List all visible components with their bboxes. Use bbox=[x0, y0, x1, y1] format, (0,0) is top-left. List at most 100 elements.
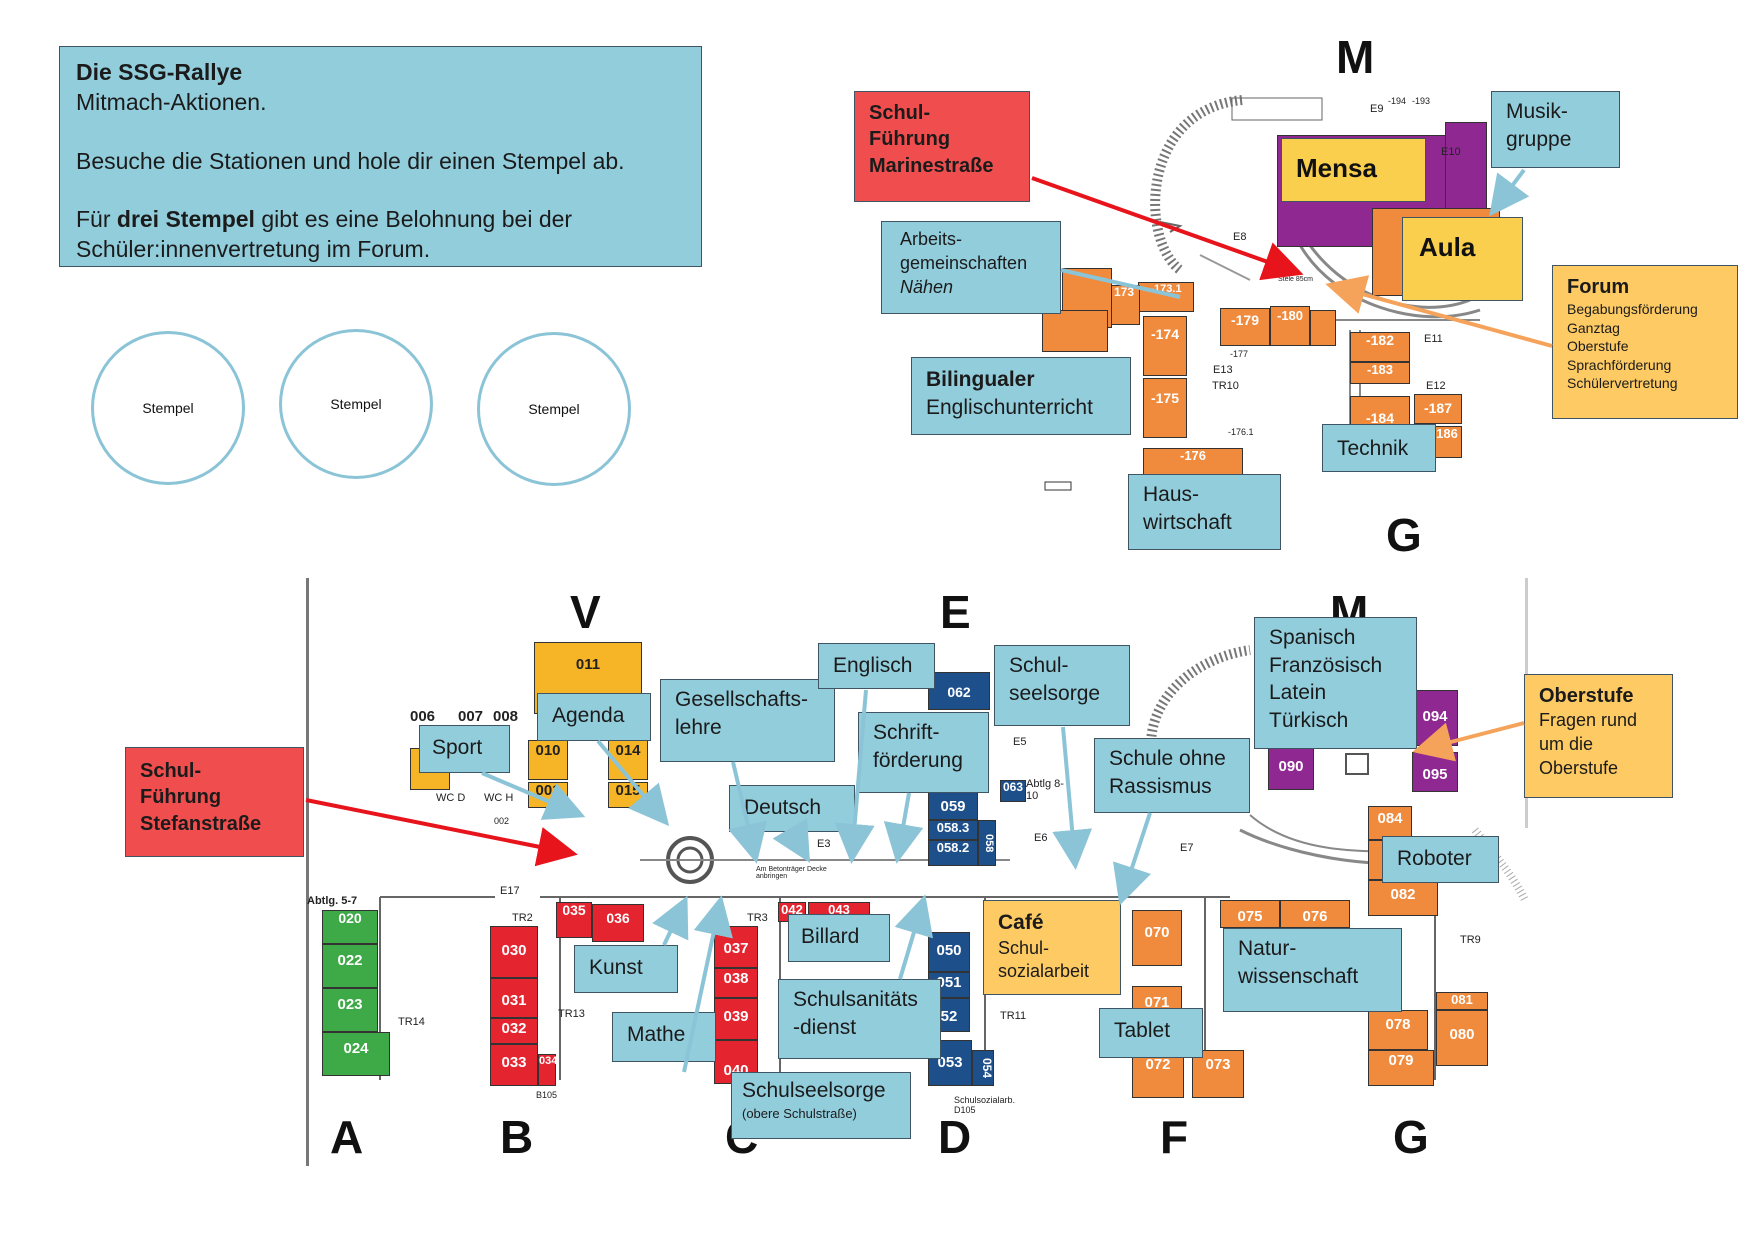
arrow-stefan bbox=[305, 798, 578, 867]
label-schulsanitaetsdienst[interactable]: Schulsanitäts -dienst bbox=[778, 979, 941, 1059]
room-073: 073 bbox=[1192, 1050, 1244, 1098]
label-forum[interactable]: Forum Begabungsförderung Ganztag Oberstu… bbox=[1552, 265, 1738, 419]
room-090: 090 bbox=[1268, 748, 1314, 790]
room-036: 036 bbox=[592, 904, 644, 942]
room-072: 072 bbox=[1132, 1050, 1184, 1098]
code-e9: E9 bbox=[1370, 103, 1384, 115]
room-070: 070 bbox=[1132, 910, 1182, 966]
room-006: 006 bbox=[410, 708, 436, 725]
label-musikgruppe[interactable]: Musik- gruppe bbox=[1491, 91, 1620, 168]
code-tr13: TR13 bbox=[558, 1008, 585, 1020]
stamp-circle-1[interactable]: Stempel bbox=[91, 331, 245, 485]
label-sport[interactable]: Sport bbox=[419, 725, 510, 773]
code-e8: E8 bbox=[1233, 231, 1247, 243]
code-tr11: TR11 bbox=[1000, 1010, 1027, 1022]
room-179: -179 bbox=[1220, 308, 1270, 346]
wing-label-e: E bbox=[940, 586, 971, 638]
label-schulfuehrung-stefan[interactable]: Schul- Führung Stefanstraße bbox=[125, 747, 304, 857]
label-gesellschaftslehre[interactable]: Gesellschafts- lehre bbox=[660, 679, 835, 762]
room-075: 075 bbox=[1220, 900, 1280, 928]
room-020: 020 bbox=[322, 910, 378, 944]
room-175: -175 bbox=[1143, 378, 1187, 438]
label-tablet[interactable]: Tablet bbox=[1099, 1008, 1203, 1058]
code-002: 002 bbox=[494, 816, 510, 826]
arrow-englisch bbox=[834, 689, 875, 864]
room-035: 035 bbox=[556, 902, 592, 938]
room-076: 076 bbox=[1280, 900, 1350, 928]
code-e3: E3 bbox=[817, 838, 831, 850]
code-194: -194 bbox=[1388, 96, 1407, 106]
code-e7: E7 bbox=[1180, 842, 1194, 854]
code-d105: Schulsozialarb. D105 bbox=[954, 1095, 1016, 1115]
code-e12: E12 bbox=[1426, 380, 1446, 392]
arrow-oberstufe bbox=[1412, 721, 1525, 762]
label-agenda[interactable]: Agenda bbox=[537, 693, 651, 741]
room-062: 062 bbox=[928, 672, 990, 710]
wing-label-g: G bbox=[1393, 1111, 1429, 1163]
stamp-circle-2[interactable]: Stempel bbox=[279, 329, 433, 479]
room-039: 039 bbox=[714, 998, 758, 1040]
label-schulseelsorge-bottom[interactable]: Schulseelsorge (obere Schulstraße) bbox=[731, 1072, 911, 1139]
code-abtlg-8-10: Abtlg 8-10 bbox=[1026, 778, 1064, 802]
arrow-sani bbox=[894, 894, 934, 980]
label-schule-ohne-rassismus[interactable]: Schule ohne Rassismus bbox=[1094, 738, 1250, 813]
room-032: 032 bbox=[490, 1018, 538, 1044]
label-englisch[interactable]: Englisch bbox=[818, 643, 935, 689]
label-schriftfoerderung[interactable]: Schrift- förderung bbox=[858, 712, 989, 793]
label-cafe[interactable]: Café Schul- sozialarbeit bbox=[983, 900, 1121, 995]
label-schulfuehrung-marine[interactable]: Schul- Führung Marinestraße bbox=[854, 91, 1030, 202]
label-mathe[interactable]: Mathe bbox=[612, 1012, 716, 1062]
label-sprachen[interactable]: Spanisch Französisch Latein Türkisch bbox=[1254, 617, 1417, 749]
code-177: -177 bbox=[1230, 349, 1249, 359]
rallye-reward-location: Schüler:innenvertretung im Forum. bbox=[76, 236, 431, 263]
code-abtlg-5-7: Abtlg. 5-7 bbox=[307, 895, 358, 907]
arrow-gl bbox=[728, 761, 768, 864]
code-tr9: TR9 bbox=[1460, 934, 1481, 946]
room-184: -184 bbox=[1350, 396, 1410, 426]
label-hauswirtschaft[interactable]: Haus- wirtschaft bbox=[1128, 474, 1281, 550]
rallye-title: Die SSG-Rallye bbox=[76, 59, 243, 85]
label-billard[interactable]: Billard bbox=[788, 914, 890, 962]
wing-label-g-top: G bbox=[1386, 509, 1422, 561]
code-e17: E17 bbox=[500, 885, 520, 897]
label-naturwissenschaft[interactable]: Natur- wissenschaft bbox=[1223, 928, 1402, 1012]
code-tr10: TR10 bbox=[1212, 380, 1239, 392]
arrow-marine bbox=[1031, 176, 1304, 281]
rallye-intro-box: Die SSG-Rallye Mitmach-Aktionen. Besuche… bbox=[59, 46, 702, 267]
room-058: 058 bbox=[978, 820, 996, 866]
code-e6: E6 bbox=[1034, 832, 1048, 844]
room-008: 008 bbox=[493, 708, 519, 725]
room-037: 037 bbox=[714, 926, 758, 968]
label-oberstufe[interactable]: Oberstufe Fragen rund um die Oberstufe bbox=[1524, 674, 1673, 798]
label-bilingual[interactable]: Bilingualer Englischunterricht bbox=[911, 357, 1131, 435]
wing-label-a: A bbox=[330, 1111, 364, 1163]
label-mensa[interactable]: Mensa bbox=[1281, 138, 1426, 202]
room-023: 023 bbox=[322, 988, 378, 1032]
stamp-circle-3[interactable]: Stempel bbox=[477, 332, 631, 486]
room-080: 080 bbox=[1436, 1010, 1488, 1066]
wing-label-b: B bbox=[500, 1111, 534, 1163]
room-050: 050 bbox=[928, 932, 970, 972]
label-aula[interactable]: Aula bbox=[1402, 217, 1523, 301]
code-wc-d: WC D bbox=[436, 792, 466, 804]
label-roboter[interactable]: Roboter bbox=[1382, 836, 1499, 883]
room-031: 031 bbox=[490, 978, 538, 1018]
code-e11: E11 bbox=[1424, 333, 1443, 345]
label-arbeitsgemeinschaften[interactable]: Arbeits- gemeinschaften Nähen bbox=[881, 221, 1061, 314]
code-tr2: TR2 bbox=[512, 912, 533, 924]
label-schulseelsorge-top[interactable]: Schul- seelsorge bbox=[994, 645, 1130, 726]
room-033: 033 bbox=[490, 1044, 538, 1086]
room-022: 022 bbox=[322, 944, 378, 988]
room-079: 079 bbox=[1368, 1050, 1434, 1086]
arrow-seelsorge bbox=[1052, 726, 1093, 870]
arrow-mathe bbox=[682, 895, 733, 1073]
room-0583: 058.3 bbox=[928, 820, 978, 840]
label-technik[interactable]: Technik bbox=[1322, 424, 1436, 472]
stamp-label: Stempel bbox=[528, 401, 580, 417]
code-e10: E10 bbox=[1441, 146, 1461, 158]
code-b105: B105 bbox=[536, 1090, 558, 1100]
room-186: 186 bbox=[1432, 426, 1462, 458]
room-1731: -173.1 bbox=[1138, 282, 1194, 312]
label-kunst[interactable]: Kunst bbox=[574, 945, 678, 993]
rallye-reward-text: Für drei Stempel gibt es eine Belohnung … bbox=[76, 206, 573, 233]
